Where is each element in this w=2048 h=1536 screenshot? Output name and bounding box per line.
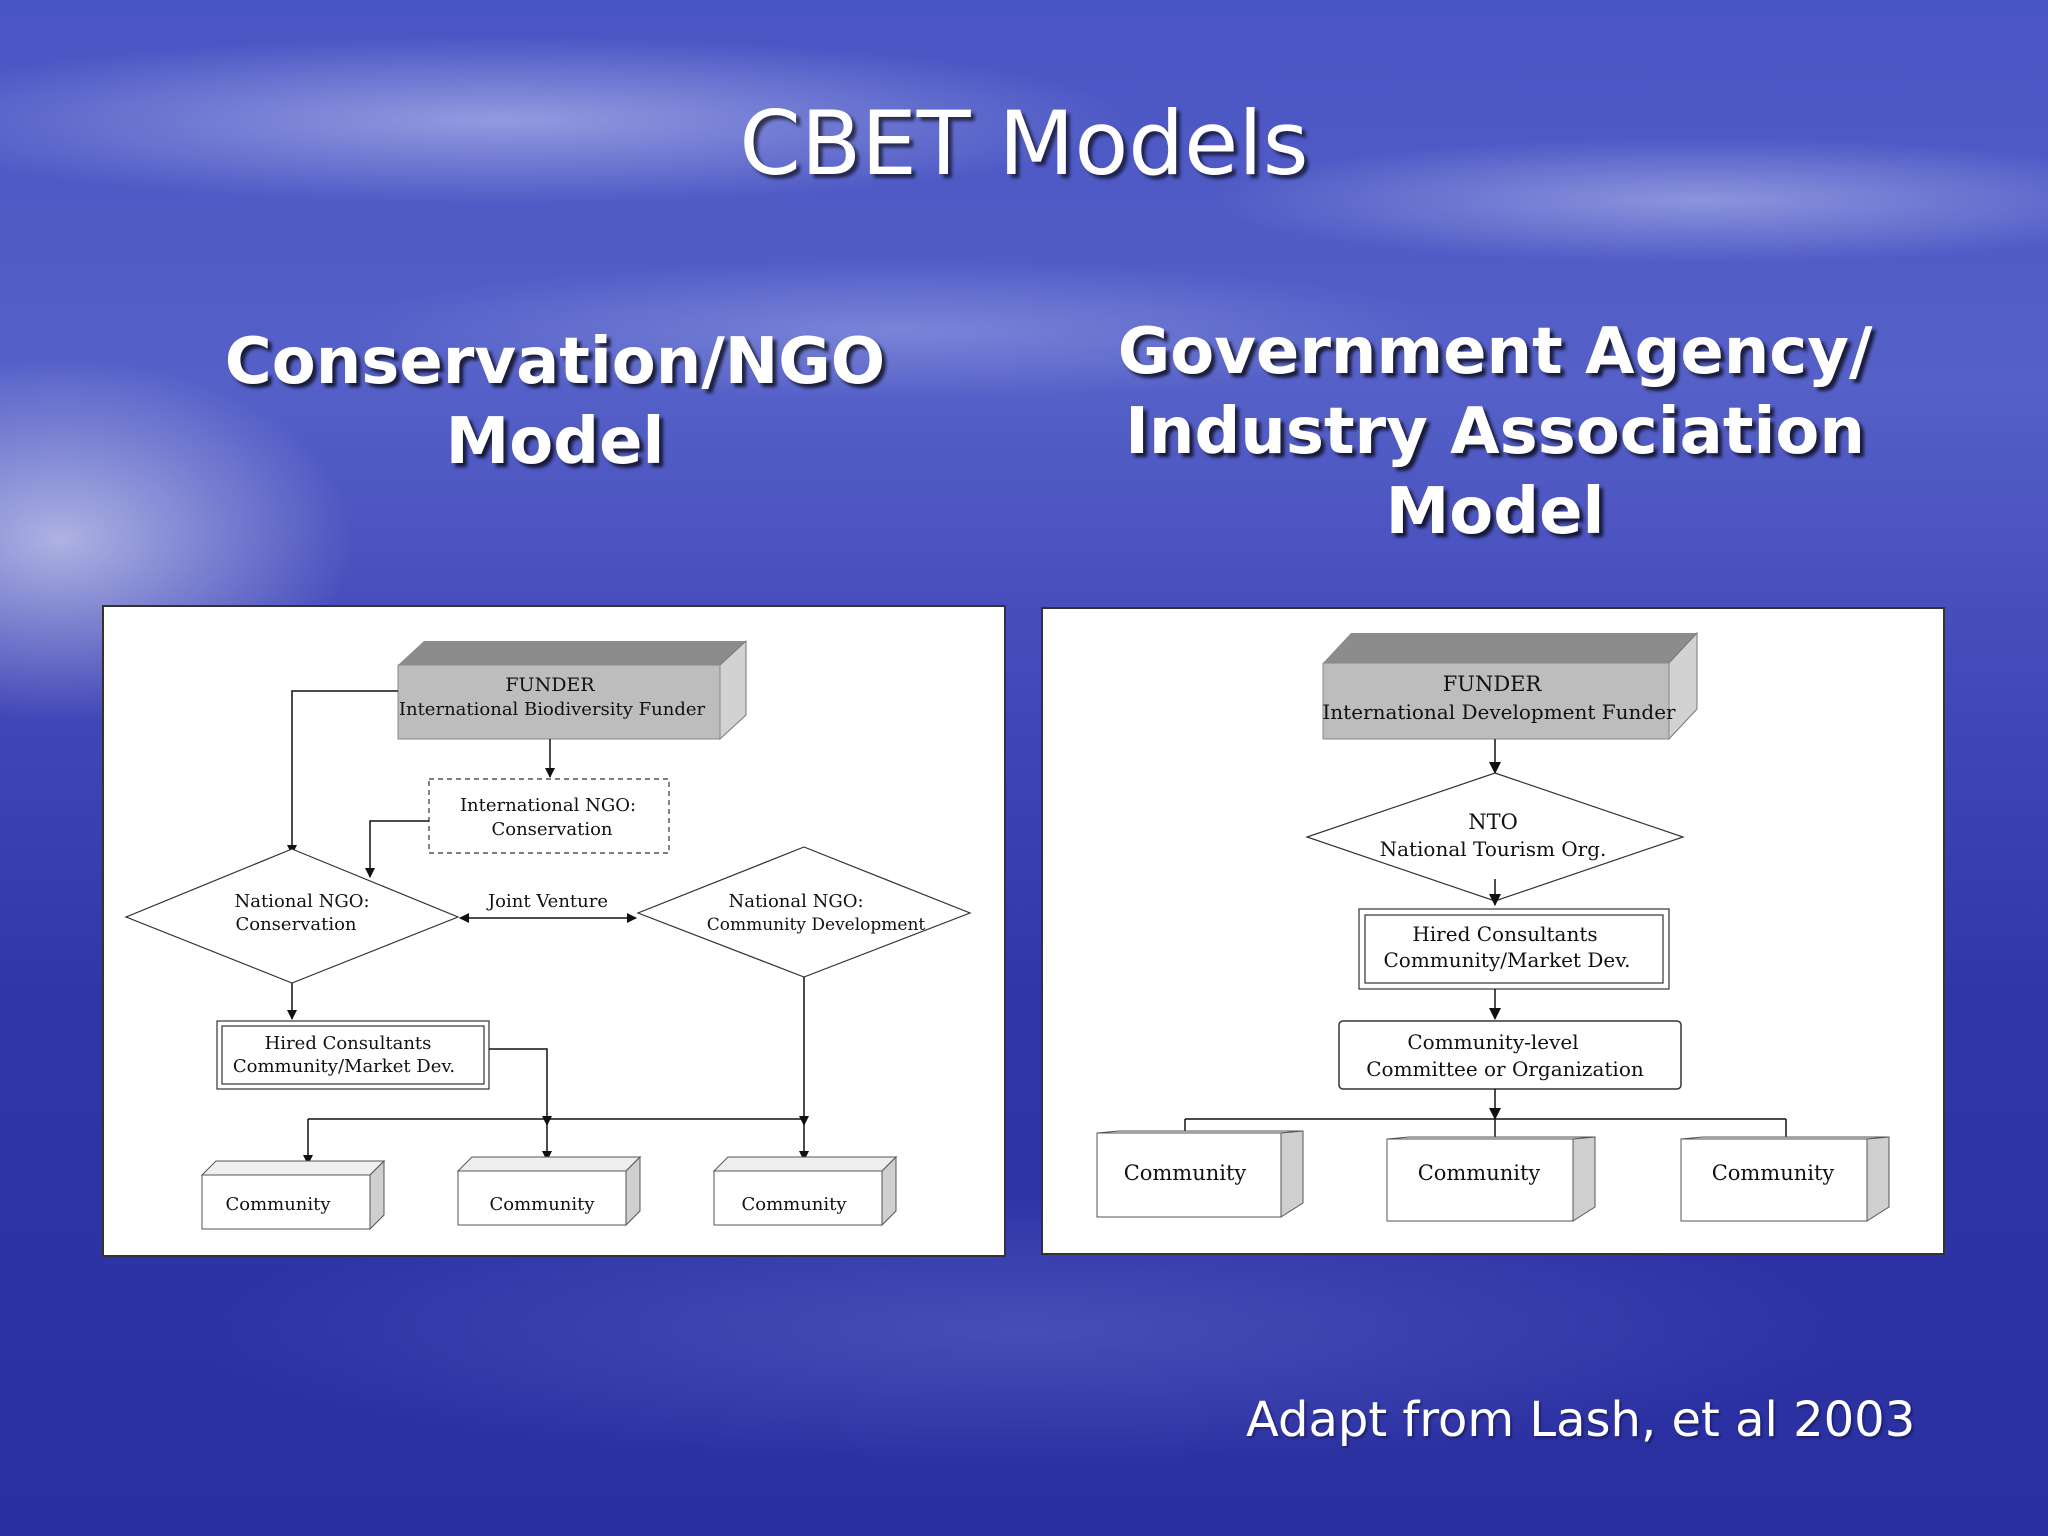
right-heading-line: Government Agency/ — [1117, 315, 1873, 389]
nto-diamond: NTO National Tourism Org. — [1305, 772, 1685, 902]
community-box: Community — [200, 1159, 386, 1231]
committee-box: Community-level Committee or Organizatio… — [1338, 1020, 1682, 1090]
left-model-heading: Conservation/NGO Model — [170, 322, 940, 482]
left-diagram: FUNDER International Biodiversity Funder… — [124, 639, 972, 1231]
community-label: Community — [1124, 1161, 1247, 1185]
left-heading-line: Conservation/NGO — [224, 325, 886, 399]
community-box: Community — [1386, 1136, 1596, 1222]
right-heading-line: Industry Association — [1125, 395, 1865, 469]
natl-ngo-line: Conservation — [235, 914, 356, 935]
funder-box: FUNDER International Development Funder — [1322, 631, 1698, 741]
nto-line: National Tourism Org. — [1380, 837, 1607, 861]
consultants-line: Community/Market Dev. — [1384, 948, 1631, 972]
natl-ngo-dev-line: National NGO: — [728, 891, 863, 912]
committee-line: Community-level — [1407, 1030, 1578, 1054]
funder-title: FUNDER — [505, 674, 595, 696]
joint-venture-label: Joint Venture — [486, 891, 608, 912]
national-ngo-development-diamond: National NGO: Community Development — [636, 846, 972, 978]
consultants-line: Hired Consultants — [1412, 922, 1597, 946]
funder-title: FUNDER — [1443, 672, 1543, 696]
funder-box: FUNDER International Biodiversity Funder — [397, 639, 747, 741]
intl-ngo-line: International NGO: — [460, 795, 636, 816]
slide-title: CBET Models — [739, 92, 1309, 195]
right-model-heading: Government Agency/ Industry Association … — [1070, 312, 1920, 552]
community-label: Community — [1418, 1161, 1541, 1185]
consultants-line: Hired Consultants — [265, 1033, 432, 1054]
consultants-line: Community/Market Dev. — [233, 1056, 455, 1077]
community-label: Community — [489, 1194, 595, 1215]
committee-line: Committee or Organization — [1366, 1057, 1644, 1081]
hired-consultants-box: Hired Consultants Community/Market Dev. — [1358, 908, 1670, 990]
natl-ngo-dev-line: Community Development — [707, 915, 926, 935]
left-heading-line: Model — [445, 405, 665, 479]
right-diagram: FUNDER International Development Funder … — [1096, 631, 1890, 1222]
community-box: Community — [712, 1155, 898, 1227]
international-ngo-box: International NGO: Conservation — [428, 778, 670, 854]
community-box: Community — [456, 1155, 642, 1227]
right-heading-line: Model — [1385, 475, 1605, 549]
natl-ngo-line: National NGO: — [234, 891, 369, 912]
community-box: Community — [1680, 1136, 1890, 1222]
hired-consultants-box: Hired Consultants Community/Market Dev. — [216, 1020, 490, 1090]
right-diagram-panel: FUNDER International Development Funder … — [1041, 607, 1945, 1255]
community-label: Community — [1712, 1161, 1835, 1185]
community-label: Community — [741, 1194, 847, 1215]
community-box: Community — [1096, 1130, 1304, 1218]
funder-name: International Development Funder — [1322, 700, 1676, 724]
funder-name: International Biodiversity Funder — [399, 699, 706, 720]
community-label: Community — [225, 1194, 331, 1215]
national-ngo-conservation-diamond: National NGO: Conservation — [124, 848, 460, 984]
source-credit: Adapt from Lash, et al 2003 — [1246, 1392, 1916, 1448]
intl-ngo-line: Conservation — [491, 819, 612, 840]
nto-line: NTO — [1468, 810, 1518, 834]
left-diagram-panel: FUNDER International Biodiversity Funder… — [102, 605, 1006, 1257]
